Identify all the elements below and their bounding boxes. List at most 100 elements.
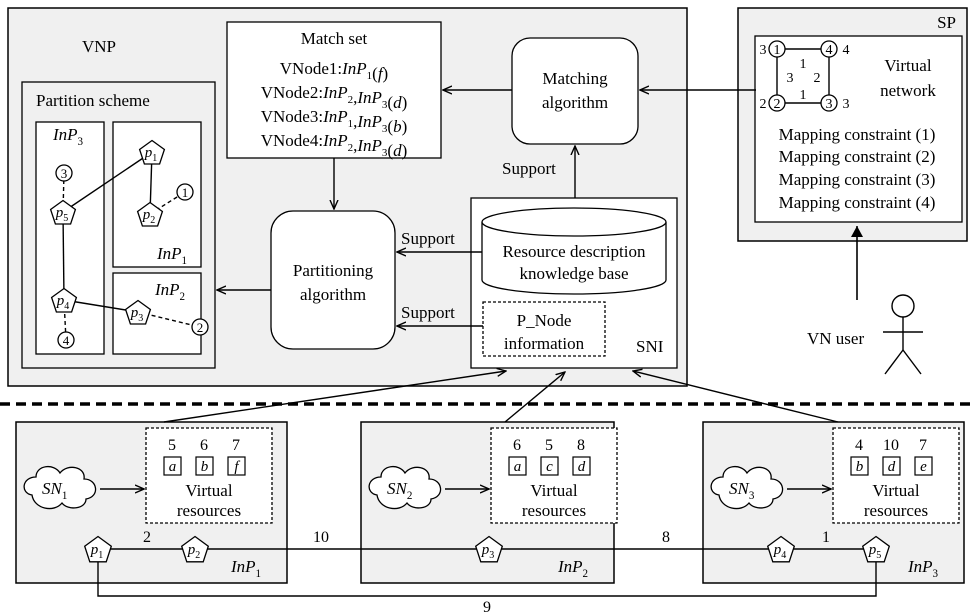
pnode-p2 xyxy=(180,535,210,563)
vnet-edge-weight-bottom: 1 xyxy=(800,88,807,103)
pnode-p3 xyxy=(474,535,504,563)
vnet-edge-weight-right: 2 xyxy=(814,71,821,86)
matching-algorithm-box[interactable] xyxy=(511,37,639,145)
partition-vnode-1 xyxy=(176,183,194,201)
inp2-label: InP2 xyxy=(557,557,588,580)
vnet-weight-n4: 4 xyxy=(843,43,850,58)
mapping-constraint-4: Mapping constraint (4) xyxy=(779,193,936,212)
resource-name: f xyxy=(234,459,240,475)
resource-box xyxy=(882,456,901,476)
knowledge-base-cylinder-top xyxy=(481,207,667,237)
sn1-label: SN1 xyxy=(42,479,67,502)
match-set-box xyxy=(226,21,442,159)
virtual-network-label-1: Virtual xyxy=(884,56,931,75)
inp3-partition-box xyxy=(35,121,105,355)
matching-algorithm-label-2: algorithm xyxy=(542,93,608,112)
link-weight-p1-p5: 9 xyxy=(483,599,491,615)
user-head-icon xyxy=(891,294,915,318)
partition-node-p2 xyxy=(136,201,164,227)
partition-node-p5 xyxy=(49,199,77,225)
partition-node-p4 xyxy=(50,287,78,313)
partitioning-algorithm-box[interactable] xyxy=(270,210,396,350)
resource-box xyxy=(195,456,214,476)
pnode-p3-label: p3 xyxy=(481,542,495,561)
partition-vnode-3-label: 3 xyxy=(61,166,68,181)
vnet-edge-weight-top: 1 xyxy=(800,57,807,72)
pnode-p4 xyxy=(766,535,796,563)
match-set-row: VNode4:InP2,InP3(d) xyxy=(261,131,408,160)
partition-node-p4-label: p4 xyxy=(56,293,70,312)
knowledge-base-label-2: knowledge base xyxy=(519,264,628,283)
resource-name: e xyxy=(920,459,927,475)
match-set-rows: VNode1:InP1(f)VNode2:InP2,InP3(d)VNode3:… xyxy=(261,59,408,160)
pnode-p2-label: p2 xyxy=(187,542,201,561)
resource-value: 10 xyxy=(883,437,899,454)
partitioning-algorithm-label-1: Partitioning xyxy=(293,261,374,280)
link-weight-p2-p3: 10 xyxy=(313,529,329,546)
resource-box xyxy=(163,456,182,476)
vnet-node-4 xyxy=(820,40,838,58)
partition-vnode-3 xyxy=(55,164,73,182)
vnet-weight-n1: 3 xyxy=(760,43,767,58)
vnet-weight-n2: 2 xyxy=(760,97,767,112)
pnode-p5-label: p5 xyxy=(868,542,882,561)
link-weight-p1-p2: 2 xyxy=(143,529,151,546)
virtual-resources-label-2: resources xyxy=(177,501,241,520)
resource-name: d xyxy=(888,459,896,475)
resource-value: 8 xyxy=(577,437,585,454)
pnode-p1 xyxy=(83,535,113,563)
resource-name: d xyxy=(578,459,586,475)
resource-box xyxy=(572,456,591,476)
partition-node-p5-label: p5 xyxy=(55,205,69,224)
vnet-node-1 xyxy=(768,40,786,58)
mapping-constraint-2: Mapping constraint (2) xyxy=(779,147,936,166)
vnet-node-2 xyxy=(768,94,786,112)
infrastructure-layer: SN15a6b7fVirtualresourcesInP1SN26a5c8dVi… xyxy=(15,421,965,615)
pnode-p1-label: p1 xyxy=(90,542,104,561)
link-p1-p5 xyxy=(97,549,877,597)
resource-box xyxy=(914,456,933,476)
link-weight-p3-p4: 8 xyxy=(662,529,670,546)
pnode-p4-label: p4 xyxy=(773,542,787,561)
mapping-constraint-1: Mapping constraint (1) xyxy=(779,125,936,144)
resource-value: 6 xyxy=(200,437,208,454)
partition-scheme-title: Partition scheme xyxy=(36,91,150,110)
knowledge-base-cylinder xyxy=(481,222,667,295)
pnode-information-label-2: information xyxy=(504,334,585,353)
vnet-node-label: 2 xyxy=(774,97,781,112)
vnet-weight-n3: 3 xyxy=(843,97,850,112)
partition-edge-p5-p4 xyxy=(62,211,65,301)
virtual-resources-label-2: resources xyxy=(522,501,586,520)
resource-name: b xyxy=(856,459,864,475)
sp-inner-box xyxy=(754,35,963,223)
resource-name: c xyxy=(546,459,553,475)
mapping-constraint-3: Mapping constraint (3) xyxy=(779,170,936,189)
partition-node-p1-label: p1 xyxy=(144,145,158,164)
inp2-partition-label: InP2 xyxy=(154,280,185,303)
vn-user-label: VN user xyxy=(807,329,864,348)
match-set-row: VNode3:InP1,InP3(b) xyxy=(261,107,408,136)
arrow-inp3-to-sni xyxy=(633,371,839,423)
pnode-information-box xyxy=(482,301,606,357)
virtual-resources-label-1: Virtual xyxy=(872,481,919,500)
partition-vnode-4-label: 4 xyxy=(63,333,70,348)
inp3-label: InP3 xyxy=(907,557,939,580)
resource-box xyxy=(227,456,246,476)
resource-value: 4 xyxy=(855,437,863,454)
pnode-p5 xyxy=(861,535,891,563)
partition-vnode-1-label: 1 xyxy=(182,185,189,200)
resource-value: 5 xyxy=(545,437,553,454)
user-leg-left-icon xyxy=(884,349,904,375)
match-set-title: Match set xyxy=(301,29,368,48)
partition-node-p1 xyxy=(138,139,166,165)
arrow-inp2-to-sni xyxy=(504,372,565,423)
virtual-resources-label-2: resources xyxy=(864,501,928,520)
resource-value: 5 xyxy=(168,437,176,454)
sn1-cloud-icon xyxy=(23,466,97,510)
inp1-partition-label: InP1 xyxy=(156,244,187,267)
support-label-kb: Support xyxy=(401,229,455,248)
resource-value: 7 xyxy=(232,437,240,454)
